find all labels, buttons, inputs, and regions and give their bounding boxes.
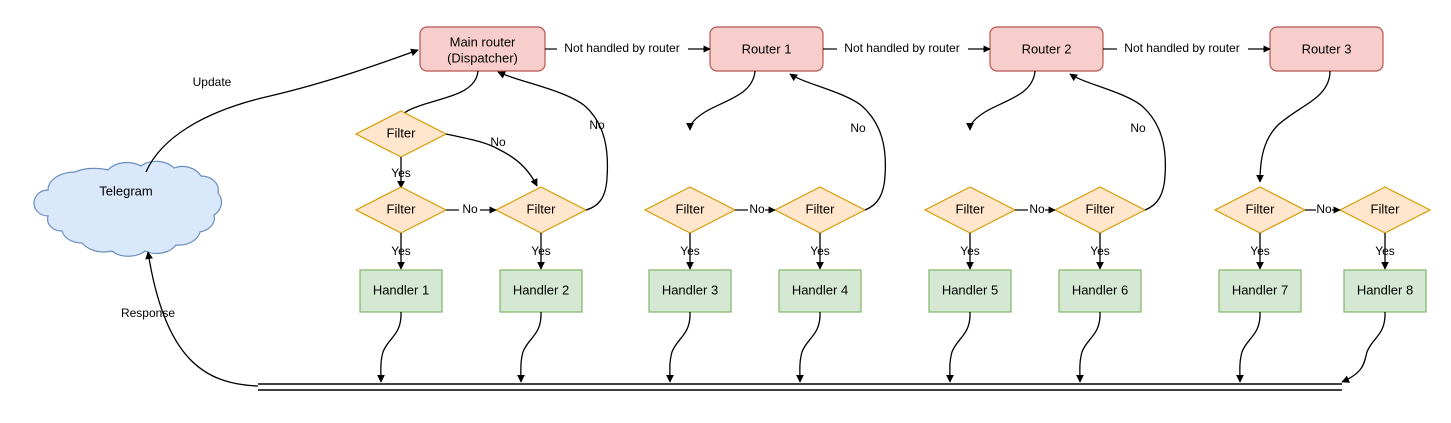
edge-handler5-to-bus	[946, 311, 971, 383]
handler-6-shape	[1058, 269, 1142, 313]
handler-1[interactable]: Handler 1	[359, 269, 443, 313]
no-label-5: No	[850, 121, 866, 135]
filter-r3-1[interactable]: Filter	[1213, 186, 1307, 234]
edge-handler4-to-bus	[796, 311, 821, 383]
edge-handler7-to-bus	[1236, 311, 1261, 383]
edge-router2-to-filter-r2-1	[966, 70, 1036, 131]
filter-r1-2-shape	[773, 186, 867, 234]
router-1[interactable]: Router 1	[709, 26, 824, 72]
edge-router1-to-router2: Not handled by router	[823, 41, 991, 55]
edge-router1-to-filter-r1-1	[686, 70, 756, 131]
filter-r1-1[interactable]: Filter	[643, 186, 737, 234]
filter-r3-1-shape	[1213, 186, 1307, 234]
edge-handler8-to-bus	[1341, 311, 1386, 383]
handler-5-shape	[928, 269, 1012, 313]
edge-filter-d1-yes: Yes	[391, 157, 411, 189]
edge-filter-d2-no: No	[446, 202, 497, 216]
handler-2[interactable]: Handler 2	[499, 269, 583, 313]
handler-7[interactable]: Handler 7	[1218, 269, 1302, 313]
not-handled-label-3: Not handled by router	[1124, 41, 1239, 55]
edge-filter-d1-no: No	[445, 133, 538, 187]
edge-filter-r2-1-no: No	[1015, 202, 1056, 216]
edge-filter-r3-2-yes: Yes	[1375, 233, 1395, 270]
handler-6[interactable]: Handler 6	[1058, 269, 1142, 313]
filter-d-2-shape	[354, 186, 448, 234]
edge-filter-r2-2-no-feedback: No	[1069, 73, 1167, 211]
filter-d-3[interactable]: Filter	[494, 186, 588, 234]
filter-d-3-shape	[494, 186, 588, 234]
edge-filter-r1-1-no: No	[735, 202, 776, 216]
handler-7-shape	[1218, 269, 1302, 313]
handler-1-shape	[359, 269, 443, 313]
edge-dispatcher-to-filter-d1	[398, 70, 479, 120]
router-2[interactable]: Router 2	[989, 26, 1104, 72]
handler-4-shape	[778, 269, 862, 313]
not-handled-label-1: Not handled by router	[564, 41, 679, 55]
edge-handler2-to-bus	[517, 311, 542, 383]
edge-filter-r2-2-yes: Yes	[1090, 233, 1110, 270]
cloud-shape	[33, 160, 223, 257]
edge-handler1-to-bus	[377, 311, 402, 383]
no-label-1: No	[490, 135, 506, 149]
edge-filter-d3-yes: Yes	[531, 233, 551, 270]
no-label-8: No	[1316, 202, 1332, 216]
edge-filter-r3-1-yes: Yes	[1250, 233, 1270, 270]
edge-handler6-to-bus	[1076, 311, 1101, 383]
filter-r3-2[interactable]: Filter	[1338, 186, 1432, 234]
handler-3-shape	[648, 269, 732, 313]
no-label-7: No	[1130, 121, 1146, 135]
filter-r2-1[interactable]: Filter	[923, 186, 1017, 234]
router-3[interactable]: Router 3	[1269, 26, 1384, 72]
no-label-6: No	[1029, 202, 1045, 216]
handler-5[interactable]: Handler 5	[928, 269, 1012, 313]
filter-d-2[interactable]: Filter	[354, 186, 448, 234]
response-bus	[258, 383, 1342, 391]
filter-r1-1-shape	[643, 186, 737, 234]
filter-r1-2[interactable]: Filter	[773, 186, 867, 234]
edge-filter-r2-1-yes: Yes	[960, 233, 980, 270]
edge-filter-r1-2-yes: Yes	[810, 233, 830, 270]
edge-dispatcher-to-router1: Not handled by router	[545, 41, 711, 55]
not-handled-label-2: Not handled by router	[844, 41, 959, 55]
router-dispatcher[interactable]: Main router (Dispatcher)	[419, 26, 546, 72]
no-label-4: No	[749, 202, 765, 216]
edge-handler3-to-bus	[666, 311, 691, 383]
edge-response: Response	[121, 251, 259, 387]
router-3-shape	[1269, 26, 1384, 72]
edge-filter-r1-1-yes: Yes	[680, 233, 700, 270]
edge-router2-to-router3: Not handled by router	[1103, 41, 1271, 55]
router-2-shape	[989, 26, 1104, 72]
response-label: Response	[121, 306, 175, 320]
router-1-shape	[709, 26, 824, 72]
filter-r2-2-shape	[1053, 186, 1147, 234]
update-label: Update	[193, 75, 232, 89]
handler-8[interactable]: Handler 8	[1343, 269, 1427, 313]
handler-3[interactable]: Handler 3	[648, 269, 732, 313]
edge-update: Update	[145, 48, 419, 173]
telegram-cloud-node[interactable]: Telegram	[33, 160, 223, 257]
filter-d-1-shape	[354, 110, 448, 158]
filter-d-1[interactable]: Filter	[354, 110, 448, 158]
handler-2-shape	[499, 269, 583, 313]
filter-r2-2[interactable]: Filter	[1053, 186, 1147, 234]
edge-filter-d2-yes: Yes	[391, 233, 411, 270]
handler-4[interactable]: Handler 4	[778, 269, 862, 313]
edge-router3-to-filter-r3-1	[1256, 70, 1331, 183]
filter-r2-1-shape	[923, 186, 1017, 234]
router-dispatcher-shape	[419, 26, 546, 72]
edge-filter-r3-1-no: No	[1305, 202, 1341, 216]
no-label-2: No	[462, 202, 478, 216]
edge-filter-r1-2-no-feedback: No	[789, 73, 887, 211]
handler-8-shape	[1343, 269, 1427, 313]
edge-filter-d3-no-feedback: No	[497, 71, 609, 211]
filter-r3-2-shape	[1338, 186, 1432, 234]
